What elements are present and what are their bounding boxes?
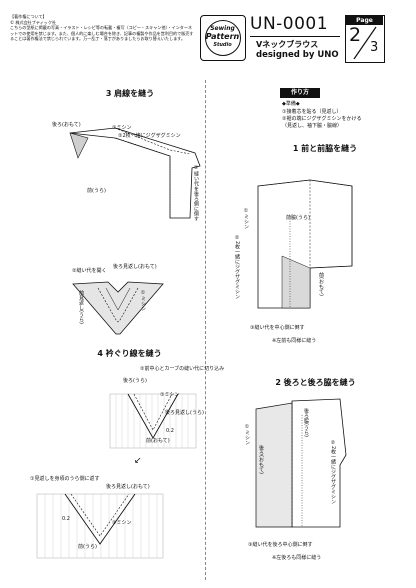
step3-title: 3 肩線を縫う (105, 89, 155, 98)
step4-back-facing-label: 後ろ見返し(うら) (165, 410, 204, 416)
step4-note1-label: ②前中心とカーブの縫い代に切り込み (140, 366, 225, 372)
step2-side-back-label: 後ろ脇(うら) (303, 408, 309, 437)
step2-diagram (255, 398, 347, 528)
page-current: 2 (349, 24, 362, 46)
step3-front-facing-label: 前見返し(うら) (78, 290, 84, 324)
step4-back-label: 後ろ(うら) (123, 378, 147, 384)
step4-seam2-label: 0.2 (62, 516, 70, 522)
step1-stitch-label: ①ミシン (243, 208, 249, 229)
logo-ring (205, 20, 241, 56)
step1-press-label: ③縫い代を中心側に倒す (250, 325, 305, 331)
step2-note: ※左後ろも同様に縫う (272, 555, 322, 561)
step4-front-b-label: 前(うら) (78, 544, 97, 550)
vneck-facing-diagram (72, 281, 164, 335)
step2-press-label: ③縫い代を後ろ中心側に倒す (248, 542, 313, 548)
step3-stitch2-label: ①ミシン (140, 290, 146, 311)
arrow-down-icon: ↙ (134, 456, 142, 466)
step3-stitch-label: ①ミシン (112, 125, 132, 131)
step3-front-label: 前(うら) (87, 188, 106, 194)
step1-zigzag-label: ②2枚一緒にジグザグミシン (234, 235, 240, 300)
designer: designed by UNO (256, 50, 339, 60)
step3-press-label: ③縫い代を後ろ側に倒す (193, 165, 199, 221)
prep-title: ◆準備◆ (282, 101, 300, 107)
neckline-diagram-top (109, 393, 197, 449)
step2-back-panel-label: 後ろ(おもて) (258, 445, 264, 474)
step2-stitch-label: ①ミシン (244, 424, 250, 445)
step3-zigzag-label: ②2枚一緒にジグザグミシン (118, 133, 181, 139)
step2-zigzag-label: ②2枚一緒にジグザグミシン (330, 440, 336, 505)
step4-seam-label: 0.2 (166, 428, 174, 434)
step1-front-panel-label: 前(おもて) (318, 272, 324, 296)
copyright-heading: 【著作権について】 (10, 14, 47, 19)
pattern-code: UN-0001 (250, 14, 329, 34)
logo-line3: Studio (213, 42, 232, 48)
step4-front-label: 前(おもて) (146, 438, 170, 444)
studio-logo: Sewing Pattern Studio (200, 15, 246, 61)
pattern-header: UN-0001 Vネックブラウス designed by UNO (250, 14, 342, 62)
step3-open-label: ②縫い代を開く (72, 268, 107, 274)
step2-title: 2 後ろと後ろ脇を縫う (275, 378, 356, 387)
copyright-owner: © 株式会社ブティック社 (10, 19, 57, 25)
step4-title: 4 衿ぐり線を縫う (97, 349, 162, 358)
step4-back-facing2-label: 後ろ見返し(おもて) (106, 484, 150, 490)
copyright-block: 【著作権について】 © 株式会社ブティック社 こちらの型紙に掲載の写真・イラスト… (10, 14, 195, 42)
step4-stitch-label: ①ミシン (160, 392, 180, 398)
step3-back-label: 後ろ(おもて) (52, 122, 81, 128)
shoulder-diagram (69, 127, 201, 219)
step4-stitch-b-label: ②ミシン (112, 520, 132, 526)
logo-line2: Pattern (205, 32, 240, 41)
step1-title: 1 前と前脇を縫う (292, 144, 358, 153)
prep-item-1: ①接着芯を貼る（見返し） (282, 109, 342, 115)
step3-back-facing-label: 後ろ見返し(おもて) (113, 264, 157, 270)
copyright-body: こちらの型紙に掲載の写真・イラスト・レシピ等の転載・複写（コピー・スキャン他）・… (10, 25, 194, 42)
prep-item-3: （見返し、袖下脇・脇線） (282, 123, 343, 129)
page-box: Page 2 3 (345, 15, 385, 63)
page-label: Page (346, 16, 383, 25)
step1-front-label: 前脇(うら) (286, 215, 310, 221)
prep-item-2: ②裾の端にジグザグミシンをかける (282, 116, 362, 122)
column-divider (205, 80, 206, 580)
pattern-name: Vネックブラウス (256, 40, 319, 49)
page-total: 3 (370, 40, 379, 55)
page-slash (353, 26, 377, 60)
step1-note: ※左前も同様に縫う (272, 338, 317, 344)
step4-turn-label: ①見返しを身頃のうら側に返す (30, 476, 100, 482)
header-divider (250, 36, 340, 37)
logo-line1: Sewing (210, 25, 235, 32)
step1-diagram (257, 179, 353, 309)
howto-label: 作り方 (280, 88, 320, 98)
neckline-diagram-bottom (36, 493, 164, 559)
